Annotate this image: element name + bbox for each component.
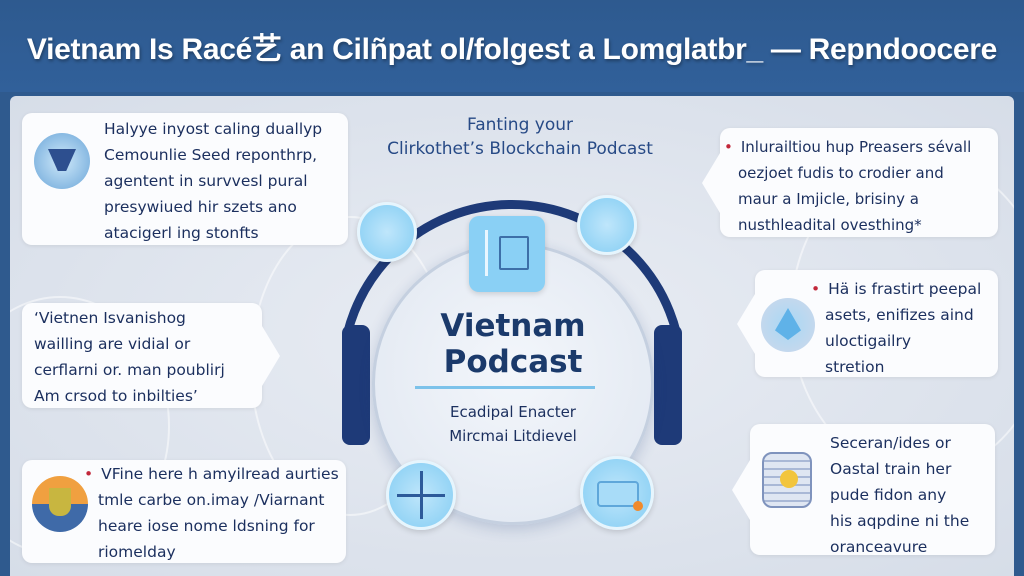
info-card-right-1: •Inlurailtiou hup Preasers sévall oezjoe… <box>702 128 998 237</box>
compass-bubble-icon <box>357 202 417 262</box>
headphone-left-cup <box>342 325 370 445</box>
chart-app-icon <box>469 216 545 292</box>
header: Vietnam Is Racé艺 an Cilñpat ol/folgest a… <box>0 0 1024 92</box>
card-text: •Hä is frastirt peepal asets, enifizes a… <box>811 280 982 376</box>
headphone-right-cup <box>654 325 682 445</box>
crystal-icon <box>761 298 815 352</box>
bullet-icon: • <box>84 465 94 483</box>
network-bubble-icon <box>386 460 456 530</box>
trophy-icon <box>32 476 88 532</box>
divider <box>415 386 595 389</box>
bird-bubble-icon <box>577 195 637 255</box>
card-text: •VFine here h amyilread aurties tmle car… <box>84 465 339 561</box>
info-card-left-3: •VFine here h amyilread aurties tmle car… <box>22 460 346 563</box>
bullet-icon: • <box>811 280 821 298</box>
page-title: Vietnam Is Racé艺 an Cilñpat ol/folgest a… <box>26 33 998 66</box>
bullet-icon: • <box>724 138 733 156</box>
message-bubble-icon <box>580 456 654 530</box>
shield-coin-icon <box>762 452 812 508</box>
info-card-right-2: •Hä is frastirt peepal asets, enifizes a… <box>737 270 998 377</box>
vr-headset-icon <box>34 133 90 189</box>
card-text: •Inlurailtiou hup Preasers sévall oezjoe… <box>724 138 972 234</box>
